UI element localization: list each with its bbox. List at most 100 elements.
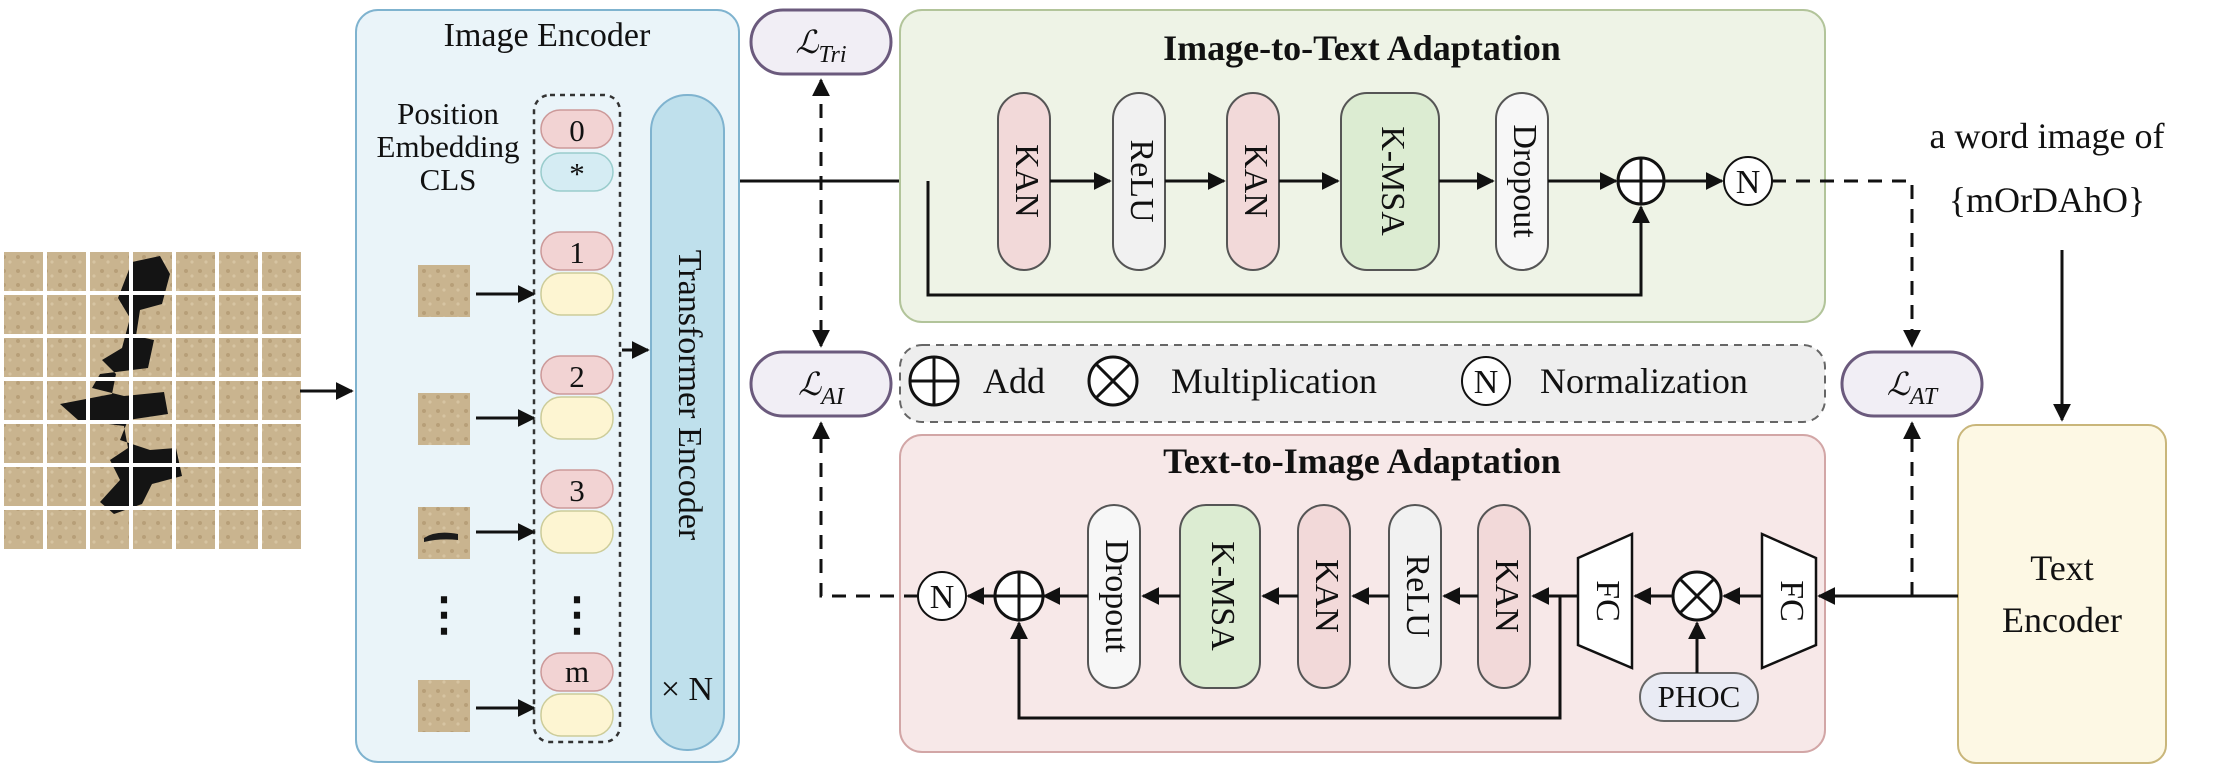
- patch-stroke-3: [424, 532, 458, 542]
- text-encoder-line-2: Encoder: [2002, 600, 2122, 640]
- i2t-to-loss-at-dashed: [1772, 179, 1921, 348]
- t2i-block-dropout-label: Dropout: [1098, 539, 1135, 653]
- t2i-adaptation: Text-to-Image Adaptation Dropout K-MSA K…: [899, 434, 1826, 753]
- i2t-block-kmsa-label: K-MSA: [1374, 126, 1411, 236]
- input-patch: [219, 381, 258, 420]
- input-patch: [219, 467, 258, 506]
- input-patch: [133, 510, 172, 549]
- input-patch: [262, 295, 301, 334]
- input-patch: [262, 424, 301, 463]
- input-patch: [176, 295, 215, 334]
- patch-gap: [172, 252, 176, 553]
- text-prompt-line-1: a word image of: [1930, 116, 2165, 156]
- legend-multiplication-label: Multiplication: [1171, 361, 1377, 401]
- input-patch: [176, 424, 215, 463]
- input-patch: [176, 338, 215, 377]
- transformer-encoder-label: Transformer Encoder: [671, 250, 708, 541]
- text-encoder: Text Encoder: [1957, 424, 2167, 764]
- patch-thumb-m: [418, 680, 470, 732]
- legend-norm-symbol: N: [1474, 364, 1499, 401]
- token-label-1: 1: [569, 235, 585, 270]
- i2t-block-kan-1-label: KAN: [1008, 144, 1045, 218]
- loss-ai: ℒAI: [749, 350, 893, 418]
- legend-add-icon: [908, 355, 960, 407]
- i2t-block-dropout-label: Dropout: [1506, 124, 1543, 238]
- embedding-label: Embedding: [377, 129, 520, 164]
- input-patch: [262, 252, 301, 291]
- input-patch: [176, 510, 215, 549]
- token-ellipsis: ⋮: [554, 589, 600, 640]
- phoc-label: PHOC: [1658, 679, 1741, 714]
- i2t-residual-path: [926, 181, 1650, 297]
- input-patch: [90, 510, 129, 549]
- input-patch: [4, 510, 43, 549]
- token-pos-1: [540, 231, 614, 271]
- token-patch-1: [540, 272, 614, 316]
- token-patch-3: [540, 510, 614, 554]
- patch-gap: [4, 506, 305, 510]
- t2i-title: Text-to-Image Adaptation: [1163, 441, 1561, 481]
- input-patch: [4, 467, 43, 506]
- input-patch: [262, 338, 301, 377]
- input-ink-stroke: [60, 256, 182, 514]
- t2i-block-kan-1-label: KAN: [1308, 559, 1345, 633]
- loss-tri-sub: Tri: [819, 42, 847, 68]
- t2i-block-kmsa-label: K-MSA: [1204, 541, 1241, 651]
- loss-ai-sub: AI: [819, 384, 845, 410]
- patch-gap: [258, 252, 262, 553]
- input-patch: [4, 252, 43, 291]
- text-encoder-panel: [1957, 424, 2167, 764]
- token-label-0: 0: [569, 113, 585, 148]
- input-word-image: [4, 252, 305, 553]
- patch-gap: [4, 291, 305, 295]
- input-patch: [4, 424, 43, 463]
- cls-label: CLS: [420, 162, 477, 197]
- i2t-add-symbol: [1616, 156, 1666, 206]
- input-patch: [47, 252, 86, 291]
- t2i-fc-left: [1576, 532, 1634, 670]
- patch-gap: [4, 334, 305, 338]
- transformer-encoder: [650, 94, 725, 751]
- loss-tri: ℒTri: [749, 8, 893, 76]
- i2t-adaptation: Image-to-Text Adaptation KAN ReLU KAN K-…: [899, 9, 1826, 323]
- token-label-3: 3: [569, 473, 585, 508]
- input-patch: [219, 510, 258, 549]
- image-encoder: Image Encoder Position Embedding CLS 0 *…: [355, 9, 740, 763]
- patch-ellipsis: ⋮: [421, 589, 467, 640]
- patch-gap: [43, 252, 47, 553]
- legend-multiply-icon: [1087, 355, 1139, 407]
- token-pos-m: [540, 652, 614, 692]
- t2i-norm-label: N: [930, 579, 955, 616]
- input-patch: [4, 381, 43, 420]
- patch-gap: [4, 420, 305, 424]
- input-patch: [219, 424, 258, 463]
- token-label-cls: *: [569, 156, 585, 191]
- patch-gap: [4, 463, 305, 467]
- text-prompt-line-2: {mOrDAhO}: [1949, 180, 2146, 220]
- token-label-2: 2: [569, 359, 585, 394]
- token-label-m: m: [565, 654, 589, 689]
- i2t-norm-symbol: N: [1723, 156, 1773, 206]
- input-patch: [47, 510, 86, 549]
- loss-ai-base: ℒ: [798, 366, 822, 402]
- svg-text:ℒTri: ℒTri: [795, 24, 846, 68]
- input-patch: [47, 295, 86, 334]
- input-patch: [47, 338, 86, 377]
- svg-text:ℒAT: ℒAT: [1887, 366, 1939, 410]
- t2i-add-symbol: [993, 570, 1045, 622]
- input-patch: [262, 467, 301, 506]
- patch-gap: [4, 377, 305, 381]
- token-pos-2: [540, 355, 614, 395]
- loss-tri-base: ℒ: [795, 24, 819, 60]
- text-encoder-line-1: Text: [2030, 548, 2093, 588]
- t2i-fc-left-label: FC: [1589, 580, 1626, 622]
- loss-at-sub: AT: [1908, 384, 1939, 410]
- input-patch: [47, 424, 86, 463]
- input-patch: [262, 381, 301, 420]
- input-patch: [4, 338, 43, 377]
- loss-at-base: ℒ: [1887, 366, 1911, 402]
- t2i-residual-path: [1010, 596, 1562, 720]
- token-pos-0: [540, 109, 614, 149]
- input-patch: [219, 295, 258, 334]
- input-patch: [176, 467, 215, 506]
